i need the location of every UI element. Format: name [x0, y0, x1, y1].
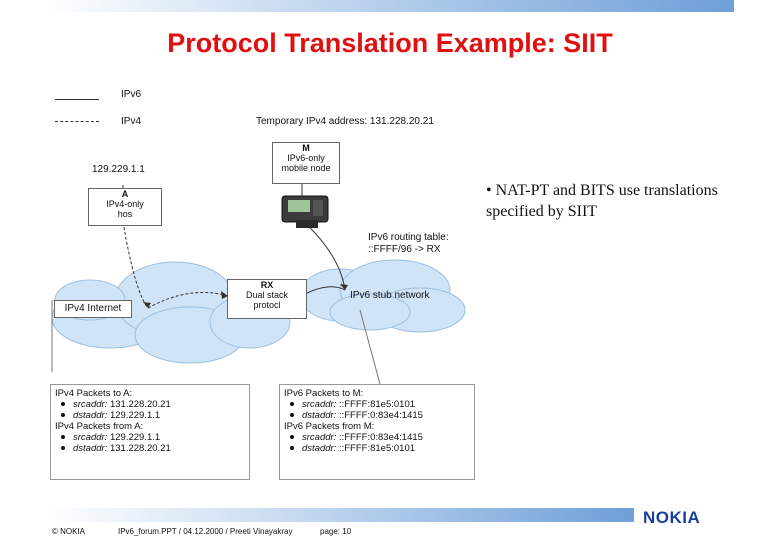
- footer-file-info: IPv6_forum.PPT / 04.12.2000 / Preeti Vin…: [118, 527, 292, 536]
- node-a-name: A: [122, 189, 129, 199]
- ipv4-from-src-val: 129.229.1.1: [110, 432, 160, 443]
- ipv6-from-src-val: ::FFFF:0:83e4:1415: [339, 432, 423, 443]
- ipv4-to-dst-key: dstaddr:: [73, 410, 107, 421]
- ipv6-to-title: IPv6 Packets to M:: [284, 388, 470, 399]
- footer-page-number: page: 10: [320, 527, 351, 536]
- ipv6-packets-box: IPv6 Packets to M: srcaddr: ::FFFF:81e5:…: [279, 384, 475, 480]
- ipv6-from-src: srcaddr: ::FFFF:0:83e4:1415: [284, 432, 470, 443]
- node-rx-box: RX Dual stack protocl: [227, 279, 307, 319]
- ipv4-from-title: IPv4 Packets from A:: [55, 421, 245, 432]
- ipv4-from-src-key: srcaddr:: [73, 432, 107, 443]
- ipv4-internet-label: IPv4 Internet: [54, 300, 132, 318]
- ipv6-from-dst: dstaddr: ::FFFF:81e5:0101: [284, 443, 470, 454]
- ipv4-to-src-key: srcaddr:: [73, 399, 107, 410]
- nokia-logo: NOKIA: [643, 508, 700, 528]
- ipv4-to-src-val: 131.228.20.21: [110, 399, 171, 410]
- node-rx-line1: Dual stack: [228, 290, 306, 300]
- siit-bullet-text: • NAT-PT and BITS use translations speci…: [486, 180, 746, 222]
- ipv6-stub-label: IPv6 stub network: [350, 290, 429, 301]
- node-a-line2: hos: [89, 209, 161, 219]
- ipv6-from-dst-val: ::FFFF:81e5:0101: [339, 443, 415, 454]
- ipv6-from-dst-key: dstaddr:: [302, 443, 336, 454]
- node-m-name: M: [302, 143, 310, 153]
- node-m-box: M IPv6-only mobile node: [272, 142, 340, 184]
- ipv4-to-dst-val: 129.229.1.1: [110, 410, 160, 421]
- node-rx-line2: protocl: [228, 300, 306, 310]
- ipv4-to-title: IPv4 Packets to A:: [55, 388, 245, 399]
- ipv6-to-dst-key: dstaddr:: [302, 410, 336, 421]
- node-m-line1: IPv6-only: [273, 153, 339, 163]
- node-a-line1: IPv4-only: [89, 199, 161, 209]
- ipv6-to-src: srcaddr: ::FFFF:81e5:0101: [284, 399, 470, 410]
- footer-copyright: © NOKIA: [52, 527, 85, 536]
- routing-table-entry: ::FFFF/96 -> RX: [368, 244, 441, 255]
- bottom-accent-bar: [44, 508, 634, 522]
- mobile-device-icon: [282, 196, 328, 228]
- ipv6-to-src-val: ::FFFF:81e5:0101: [339, 399, 415, 410]
- ipv4-from-dst: dstaddr: 131.228.20.21: [55, 443, 245, 454]
- ipv4-from-src: srcaddr: 129.229.1.1: [55, 432, 245, 443]
- node-rx-name: RX: [261, 280, 274, 290]
- ipv6-from-src-key: srcaddr:: [302, 432, 336, 443]
- ipv4-from-dst-val: 131.228.20.21: [110, 443, 171, 454]
- routing-table-title: IPv6 routing table:: [368, 232, 449, 243]
- ipv6-to-dst-val: ::FFFF:0:83e4:1415: [339, 410, 423, 421]
- ipv6-to-dst: dstaddr: ::FFFF:0:83e4:1415: [284, 410, 470, 421]
- ipv6-to-src-key: srcaddr:: [302, 399, 336, 410]
- ipv4-to-dst: dstaddr: 129.229.1.1: [55, 410, 245, 421]
- ipv6-from-title: IPv6 Packets from M:: [284, 421, 470, 432]
- ipv4-to-src: srcaddr: 131.228.20.21: [55, 399, 245, 410]
- ipv4-packets-box: IPv4 Packets to A: srcaddr: 131.228.20.2…: [50, 384, 250, 480]
- node-a-box: A IPv4-only hos: [88, 188, 162, 226]
- ipv4-from-dst-key: dstaddr:: [73, 443, 107, 454]
- node-m-line2: mobile node: [273, 163, 339, 173]
